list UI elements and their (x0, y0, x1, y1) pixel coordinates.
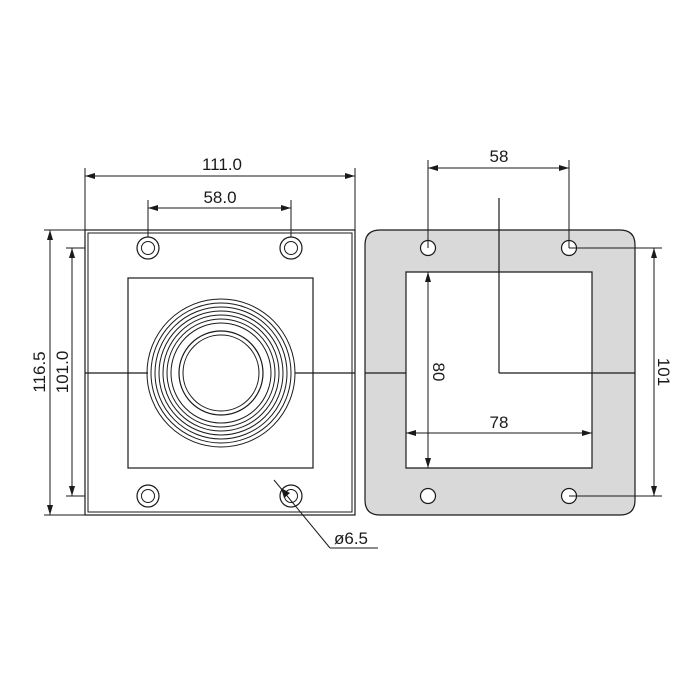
front-mounting-hole-bl (136, 484, 160, 508)
gasket-dim-cutout-width: 78 (406, 413, 592, 436)
dim-hole-diameter-text: ø6.5 (334, 529, 368, 548)
grommet-rings (146, 298, 296, 448)
front-view: 111.0 58.0 116.5 101.0 (30, 155, 378, 549)
dim-hole-spacing-text: 58.0 (203, 188, 236, 207)
gasket-body (364, 229, 636, 516)
gasket-dim-cutout-width-text: 78 (490, 413, 509, 432)
gasket-dim-cutout-height: 80 (425, 272, 448, 468)
dim-overall-width: 111.0 (84, 155, 356, 230)
front-mounting-hole-tl (136, 236, 160, 260)
dim-overall-height: 116.5 (30, 229, 85, 516)
gasket-dim-hole-spacing: 58 (427, 147, 570, 248)
dim-overall-height-text: 116.5 (30, 351, 49, 392)
dim-overall-width-text: 111.0 (202, 155, 242, 174)
dim-hole-vertical-spacing: 101.0 (53, 247, 85, 497)
dim-hole-spacing: 58.0 (147, 188, 292, 237)
gasket-view: 58 101 78 80 (364, 147, 673, 516)
gasket-dim-cutout-height-text: 80 (429, 363, 448, 382)
gasket-dim-hole-spacing-text: 58 (490, 147, 509, 166)
dim-hole-vertical-spacing-text: 101.0 (53, 351, 72, 394)
gasket-hole-bl (419, 487, 437, 505)
dim-hole-diameter: ø6.5 (273, 479, 378, 549)
gasket-dim-hole-vertical-spacing: 101 (569, 247, 673, 497)
gasket-dim-hole-vertical-spacing-text: 101 (654, 358, 673, 386)
front-mounting-hole-tr (279, 236, 303, 260)
front-window (127, 277, 314, 469)
front-mounting-hole-br (279, 484, 303, 508)
